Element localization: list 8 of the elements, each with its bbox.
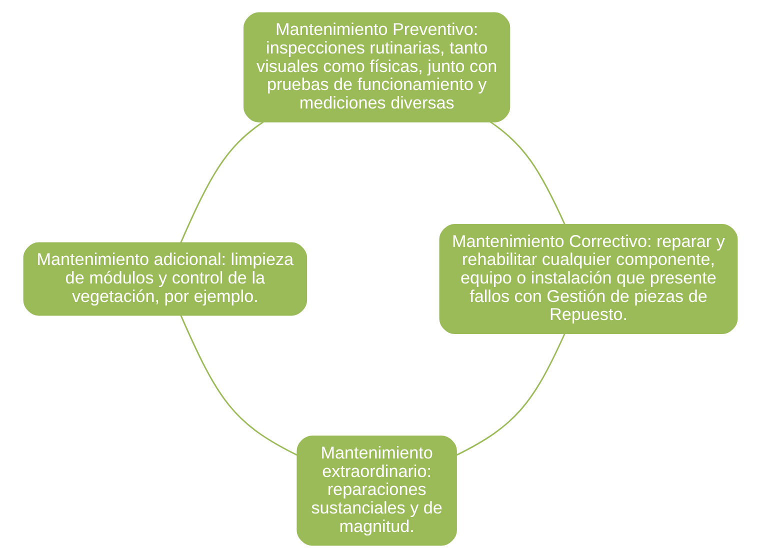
connector [456,333,565,456]
node-box: Mantenimiento extraordinario: reparaciones sustanciales y de magnitud. [296,436,456,546]
connector [180,315,297,456]
connector [489,121,565,225]
node-box: Mantenimiento adicional: limpieza de módulos y control de la vegetación, por ejemplo. [22,242,307,316]
node-box: Mantenimiento Correctivo: reparar y rehabilitar cualquier componente, equipo o instalación que presente fallos con Gestión de piezas de Repuesto. [438,224,738,334]
node-box: Mantenimiento Preventivo: inspecciones rutinarias, tanto visuales como físicas, junto con pruebas de funcionamiento y mediciones diversas [243,12,510,122]
connector [180,121,264,244]
